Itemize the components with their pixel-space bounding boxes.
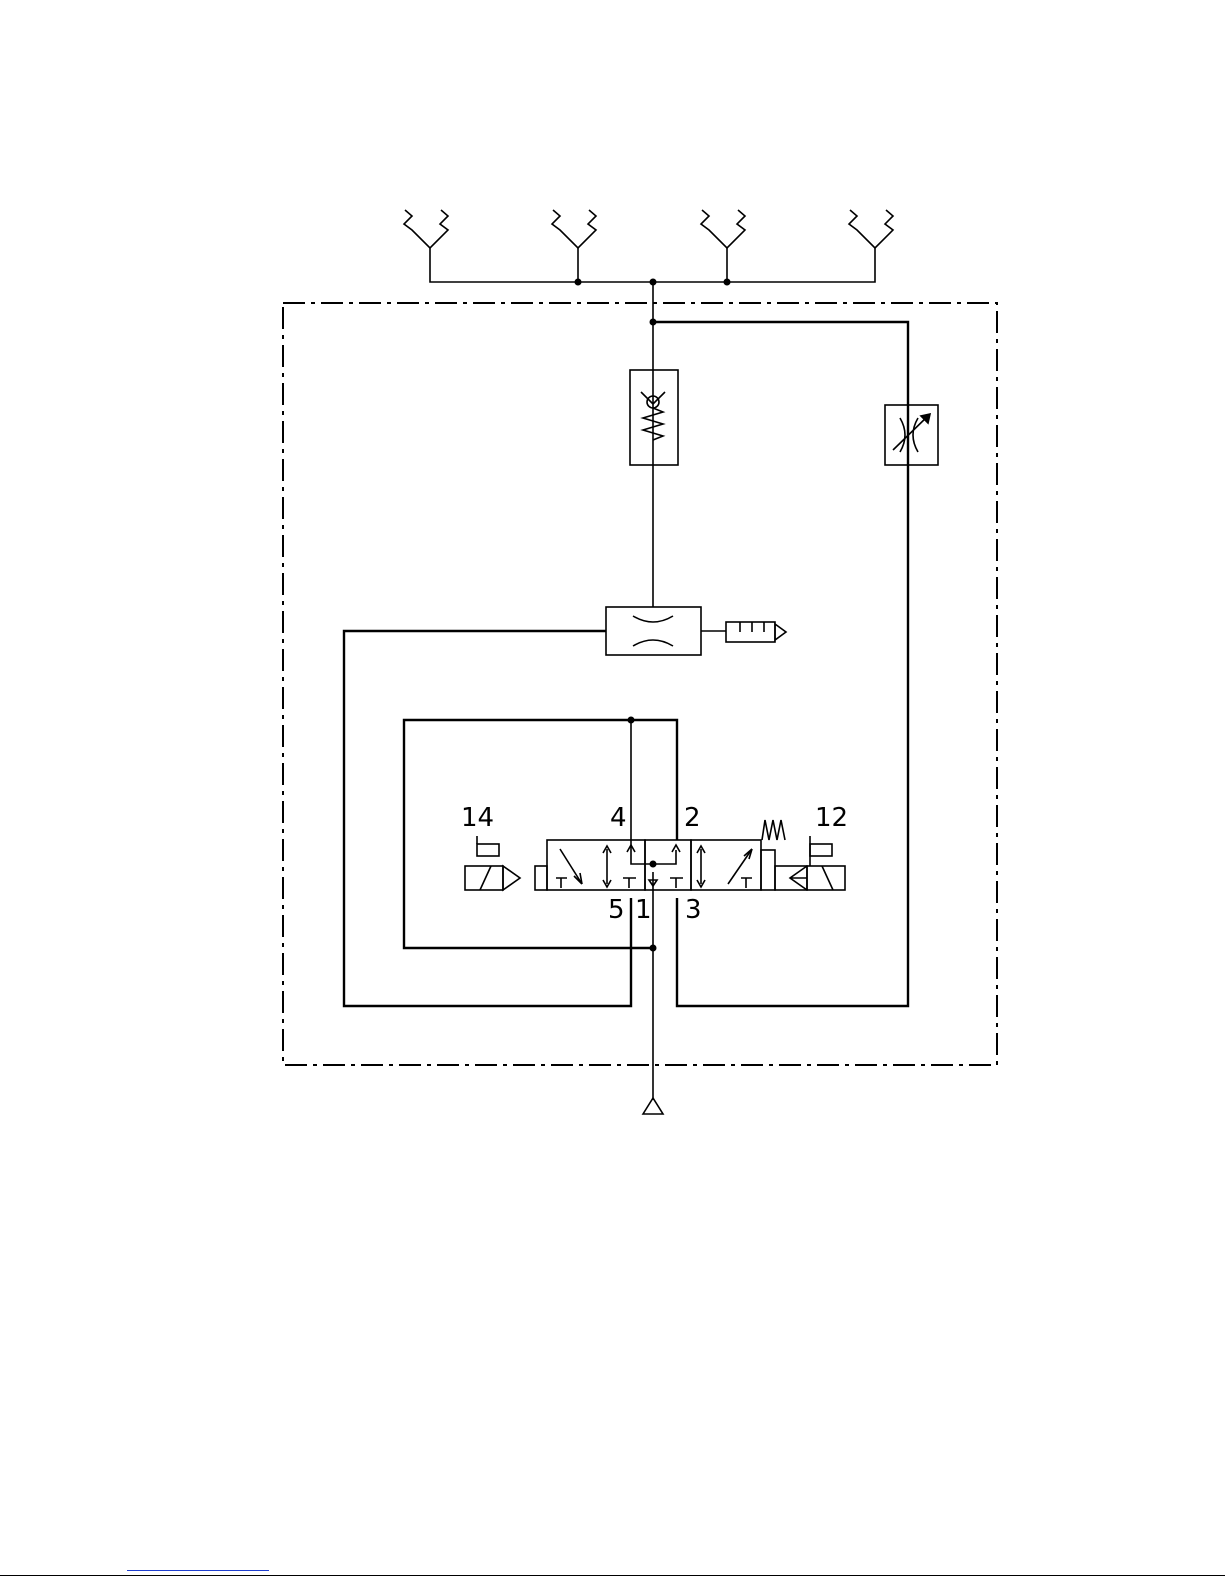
port-label-5: 5: [608, 895, 625, 925]
adjustable-throttle-icon: [885, 405, 938, 465]
port-label-4: 4: [610, 803, 627, 833]
junction-dot: [650, 279, 657, 286]
junction-dot: [724, 279, 731, 286]
junction-dot: [575, 279, 582, 286]
solenoid-valve-5-3-icon: [465, 820, 845, 890]
check-valve-icon: [630, 370, 678, 465]
footer-rule: [0, 1575, 1225, 1576]
port-label-1: 1: [635, 895, 652, 925]
vacuum-ejector-icon: [606, 607, 701, 655]
port-label-12: 12: [815, 803, 848, 833]
vacuum-suction-cup-icon: [849, 210, 893, 248]
vacuum-suction-cup-icon: [404, 210, 448, 248]
port-label-3: 3: [685, 895, 702, 925]
junction-dot: [628, 717, 635, 724]
pressure-source-icon: [643, 1098, 663, 1114]
silencer-icon: [726, 622, 786, 642]
vacuum-suction-cup-icon: [701, 210, 745, 248]
component-enclosure: [283, 303, 997, 1065]
port-label-2: 2: [684, 803, 701, 833]
valve-outlet-loop: [631, 720, 677, 840]
vacuum-suction-cup-icon: [552, 210, 596, 248]
port-label-14: 14: [461, 803, 494, 833]
footer-link[interactable]: [127, 1570, 269, 1571]
